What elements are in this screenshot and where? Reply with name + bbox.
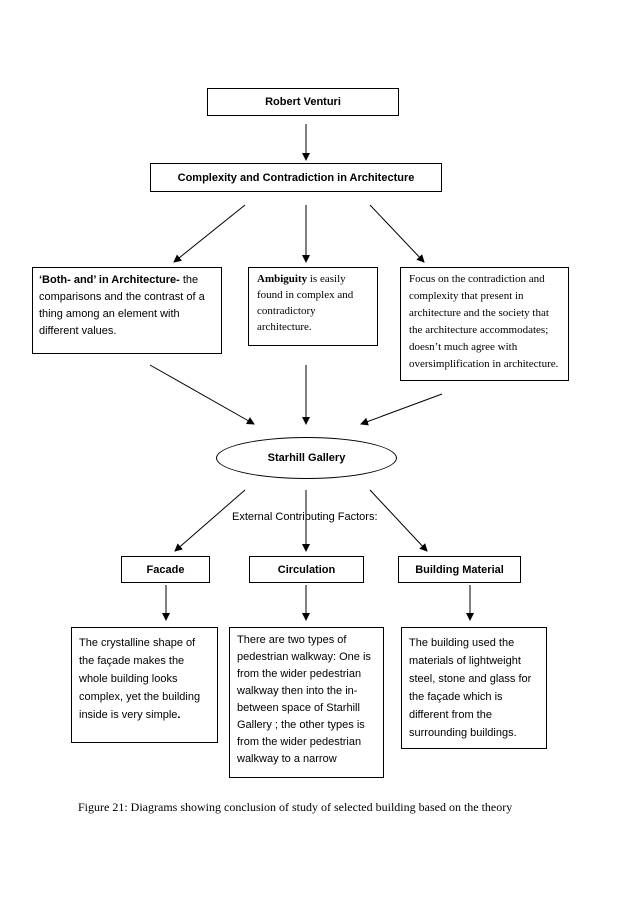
arrow-starhill-to-material xyxy=(369,489,428,552)
focus-text: Focus on the contradiction and complexit… xyxy=(409,273,559,370)
material-detail-text: The building used the materials of light… xyxy=(409,637,532,739)
circulation-label: Circulation xyxy=(277,563,336,576)
arrow-both-and-to-starhill xyxy=(149,364,255,425)
circulation-detail-box: There are two types of pedestrian walkwa… xyxy=(229,627,384,778)
ambiguity-text: is easily found in complex and contradic… xyxy=(257,273,354,333)
both-and-heading: ‘Both- and’ in Architecture- xyxy=(39,274,180,286)
facade-detail-end: . xyxy=(177,709,181,721)
arrow-focus-to-starhill xyxy=(360,393,443,426)
book-title-label: Complexity and Contradiction in Architec… xyxy=(177,171,415,184)
building-material-label: Building Material xyxy=(415,563,504,576)
building-material-box: Building Material xyxy=(398,556,521,583)
material-detail-box: The building used the materials of light… xyxy=(401,627,547,749)
starhill-gallery-label: Starhill Gallery xyxy=(267,452,346,464)
robert-venturi-box: Robert Venturi xyxy=(207,88,399,116)
both-and-text: the comparisons and the contrast of a th… xyxy=(39,274,205,337)
facade-detail-text: The crystalline shape of the façade make… xyxy=(79,637,201,721)
ambiguity-heading: Ambiguity xyxy=(257,273,308,285)
external-factors-label: External Contributing Factors: xyxy=(232,511,378,523)
starhill-gallery-node: Starhill Gallery xyxy=(216,437,397,479)
circulation-detail-text: There are two types of pedestrian walkwa… xyxy=(237,634,371,765)
arrow-book-to-focus xyxy=(369,204,425,263)
book-title-box: Complexity and Contradiction in Architec… xyxy=(150,163,442,192)
facade-label: Facade xyxy=(146,563,185,576)
facade-box: Facade xyxy=(121,556,210,583)
circulation-box: Circulation xyxy=(249,556,364,583)
focus-box: Focus on the contradiction and complexit… xyxy=(400,267,569,381)
facade-detail-box: The crystalline shape of the façade make… xyxy=(71,627,218,743)
arrow-starhill-to-facade xyxy=(174,489,246,552)
figure-caption: Figure 21: Diagrams showing conclusion o… xyxy=(78,800,513,814)
ambiguity-box: Ambiguity is easily found in complex and… xyxy=(248,267,378,346)
arrow-book-to-both-and xyxy=(173,204,246,263)
robert-venturi-label: Robert Venturi xyxy=(265,96,341,108)
both-and-box: ‘Both- and’ in Architecture- the compari… xyxy=(32,267,222,354)
